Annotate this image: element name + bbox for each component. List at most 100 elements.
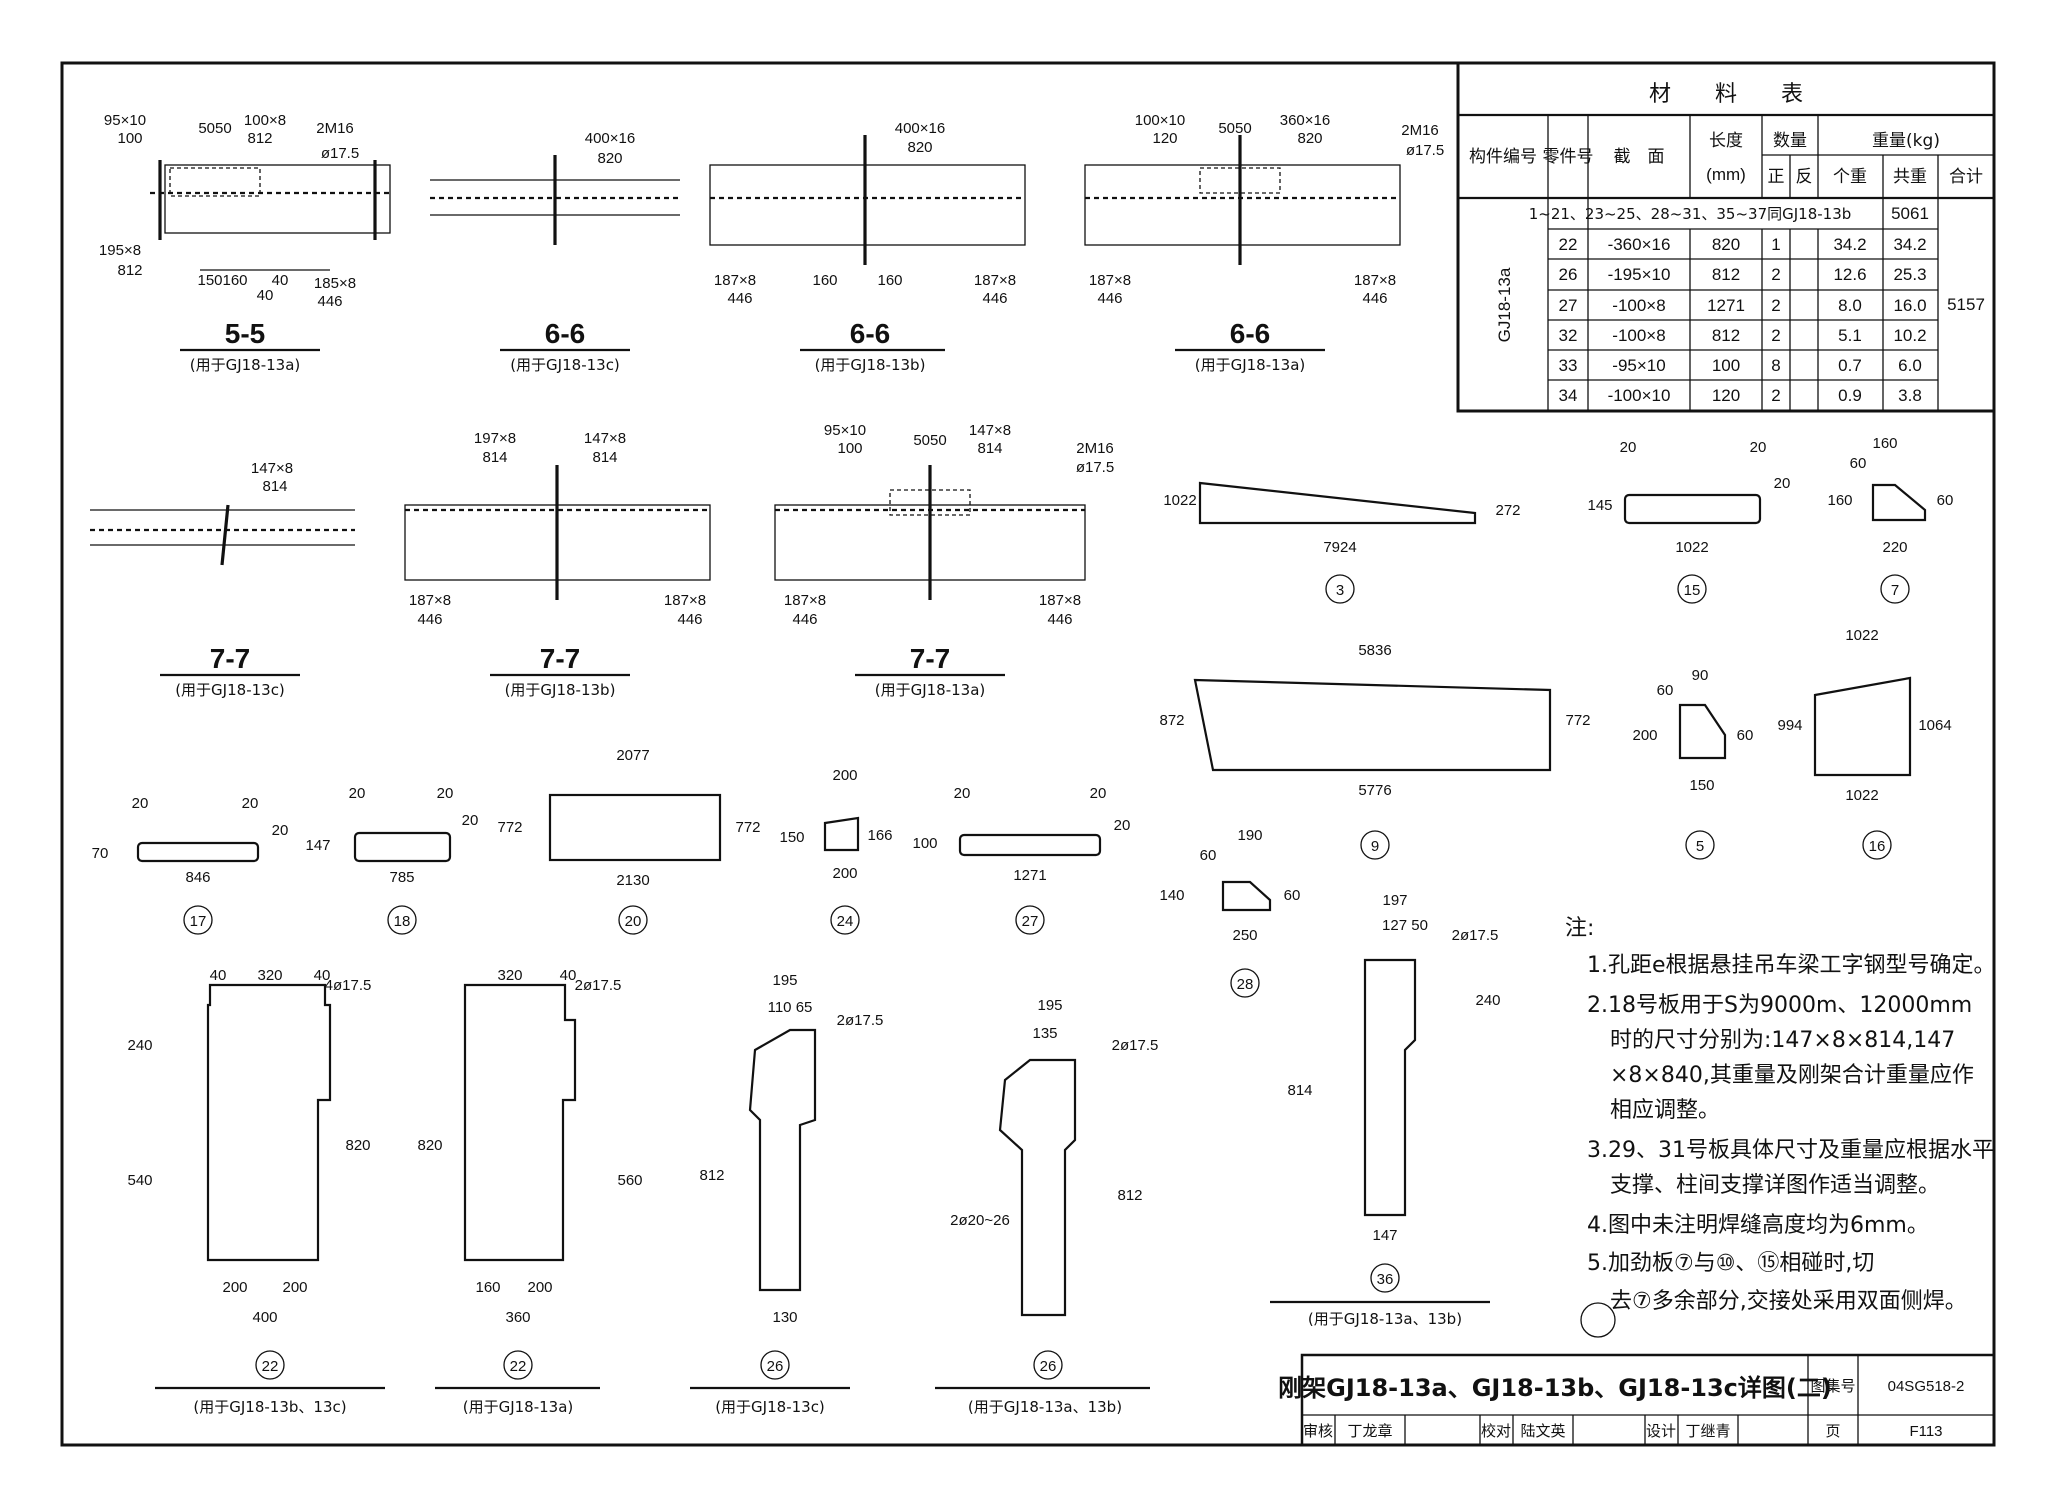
detail-caption: (用于GJ18-13a、13b) <box>1308 1310 1462 1328</box>
note-line: 1.孔距e根据悬挂吊车梁工字钢型号确定。 <box>1587 953 1996 978</box>
svg-text:2130: 2130 <box>616 872 649 889</box>
svg-text:187×8: 187×8 <box>974 272 1016 289</box>
svg-text:812: 812 <box>699 1167 724 1184</box>
note-line: 3.29、31号板具体尺寸及重量应根据水平 <box>1587 1138 1994 1163</box>
th-w-sum: 合计 <box>1949 167 1983 187</box>
svg-text:360×16: 360×16 <box>1280 112 1330 129</box>
svg-text:400×16: 400×16 <box>585 130 635 147</box>
design-label: 设计 <box>1646 1422 1676 1440</box>
svg-text:20: 20 <box>954 785 971 802</box>
review-label: 审核 <box>1303 1422 1333 1440</box>
section-7-7-13c: 147×8 814 7-7 (用于GJ18-13c) <box>90 460 355 699</box>
svg-text:15: 15 <box>1684 582 1701 599</box>
note-line: 相应调整。 <box>1610 1098 1720 1123</box>
svg-text:2: 2 <box>1771 296 1780 315</box>
svg-text:9: 9 <box>1371 838 1379 855</box>
detail-caption: (用于GJ18-13c) <box>715 1398 825 1416</box>
svg-text:17: 17 <box>190 913 207 930</box>
svg-text:3: 3 <box>1336 582 1344 599</box>
svg-text:60: 60 <box>1850 455 1867 472</box>
svg-text:20: 20 <box>462 812 479 829</box>
note-line: 5.加劲板⑦与⑩、⑮相碰时,切 <box>1587 1251 1874 1276</box>
th-quantity: 数量 <box>1773 131 1807 151</box>
svg-text:5050: 5050 <box>913 432 946 449</box>
svg-text:446: 446 <box>982 290 1007 307</box>
notes-heading: 注: <box>1565 916 1594 941</box>
svg-text:0.9: 0.9 <box>1838 386 1862 405</box>
svg-text:197×8: 197×8 <box>474 430 516 447</box>
svg-text:1022: 1022 <box>1675 539 1708 556</box>
svg-text:100: 100 <box>912 835 937 852</box>
svg-text:1271: 1271 <box>1013 867 1046 884</box>
section-5-5: 150 160 40 40 95×10 100 5050 100×8 812 2… <box>99 112 391 374</box>
plate-26-13a-13b: 195 135 2ø17.5 812 2ø20~26 26 (用于GJ18-13… <box>935 997 1158 1416</box>
svg-text:26: 26 <box>1559 265 1578 284</box>
svg-text:26: 26 <box>767 1358 784 1375</box>
svg-text:8.0: 8.0 <box>1838 296 1862 315</box>
section-caption: (用于GJ18-13a) <box>1195 356 1306 374</box>
svg-text:140: 140 <box>1159 887 1184 904</box>
svg-text:195×8: 195×8 <box>99 242 141 259</box>
drawing-title: 刚架GJ18-13a、GJ18-13b、GJ18-13c详图(二) <box>1278 1374 1832 1402</box>
section-title: 7-7 <box>910 643 950 674</box>
svg-text:5050: 5050 <box>198 120 231 137</box>
svg-text:-360×16: -360×16 <box>1608 235 1671 254</box>
svg-text:2M16: 2M16 <box>1401 122 1439 139</box>
svg-text:20: 20 <box>1090 785 1107 802</box>
section-title: 7-7 <box>210 643 250 674</box>
th-member-no: 构件编号 <box>1469 147 1537 167</box>
table-row: 32 -100×8 812 2 5.1 10.2 <box>1559 326 1927 345</box>
member-label: GJ18-13a <box>1495 267 1514 342</box>
note-line: 时的尺寸分别为:147×8×814,147 <box>1610 1028 1955 1053</box>
svg-text:446: 446 <box>677 611 702 628</box>
svg-text:240: 240 <box>127 1037 152 1054</box>
svg-text:200: 200 <box>282 1279 307 1296</box>
svg-text:2: 2 <box>1771 326 1780 345</box>
section-6-6-13b: 400×16 820 187×8 446 187×8 446 160 160 6… <box>709 120 1026 374</box>
ref-row-weight: 5061 <box>1891 204 1929 223</box>
svg-text:272: 272 <box>1495 502 1520 519</box>
svg-text:34.2: 34.2 <box>1893 235 1926 254</box>
svg-text:812: 812 <box>247 130 272 147</box>
svg-text:34: 34 <box>1559 386 1578 405</box>
plate-22-13a: 320 40 2ø17.5 820 560 160 200 360 22 (用于… <box>417 967 642 1416</box>
svg-text:-100×8: -100×8 <box>1612 326 1665 345</box>
svg-text:20: 20 <box>437 785 454 802</box>
svg-text:135: 135 <box>1032 1025 1057 1042</box>
svg-text:2ø17.5: 2ø17.5 <box>1112 1037 1159 1054</box>
svg-text:160: 160 <box>1872 435 1897 452</box>
svg-text:7924: 7924 <box>1323 539 1356 556</box>
svg-text:320: 320 <box>497 967 522 984</box>
svg-text:195: 195 <box>772 972 797 989</box>
note-line: 4.图中未注明焊缝高度均为6mm。 <box>1587 1213 1929 1238</box>
svg-text:166: 166 <box>867 827 892 844</box>
svg-text:7: 7 <box>1891 582 1899 599</box>
th-section: 截 面 <box>1614 147 1665 167</box>
plate-24: 200 150 166 200 24 <box>779 767 893 935</box>
svg-text:846: 846 <box>185 869 210 886</box>
svg-text:100: 100 <box>837 440 862 457</box>
svg-text:33: 33 <box>1559 356 1578 375</box>
svg-text:147: 147 <box>305 837 330 854</box>
svg-text:5: 5 <box>1696 838 1704 855</box>
svg-text:70: 70 <box>92 845 109 862</box>
designer: 丁继青 <box>1685 1422 1730 1440</box>
svg-text:812: 812 <box>1117 1187 1142 1204</box>
svg-text:147×8: 147×8 <box>584 430 626 447</box>
svg-text:187×8: 187×8 <box>409 592 451 609</box>
section-caption: (用于GJ18-13c) <box>510 356 620 374</box>
section-title: 6-6 <box>545 318 585 349</box>
svg-text:100: 100 <box>1712 356 1740 375</box>
svg-text:187×8: 187×8 <box>664 592 706 609</box>
plate-28: 190 60 140 60 250 28 <box>1159 827 1300 998</box>
svg-text:20: 20 <box>1114 817 1131 834</box>
svg-text:812: 812 <box>1712 326 1740 345</box>
svg-text:772: 772 <box>497 819 522 836</box>
svg-text:160: 160 <box>475 1279 500 1296</box>
section-title: 5-5 <box>225 318 265 349</box>
atlas-label: 图集号 <box>1810 1377 1855 1395</box>
section-title: 6-6 <box>1230 318 1270 349</box>
detail-caption: (用于GJ18-13a) <box>463 1398 574 1416</box>
svg-text:814: 814 <box>977 440 1002 457</box>
svg-text:40: 40 <box>257 287 274 304</box>
